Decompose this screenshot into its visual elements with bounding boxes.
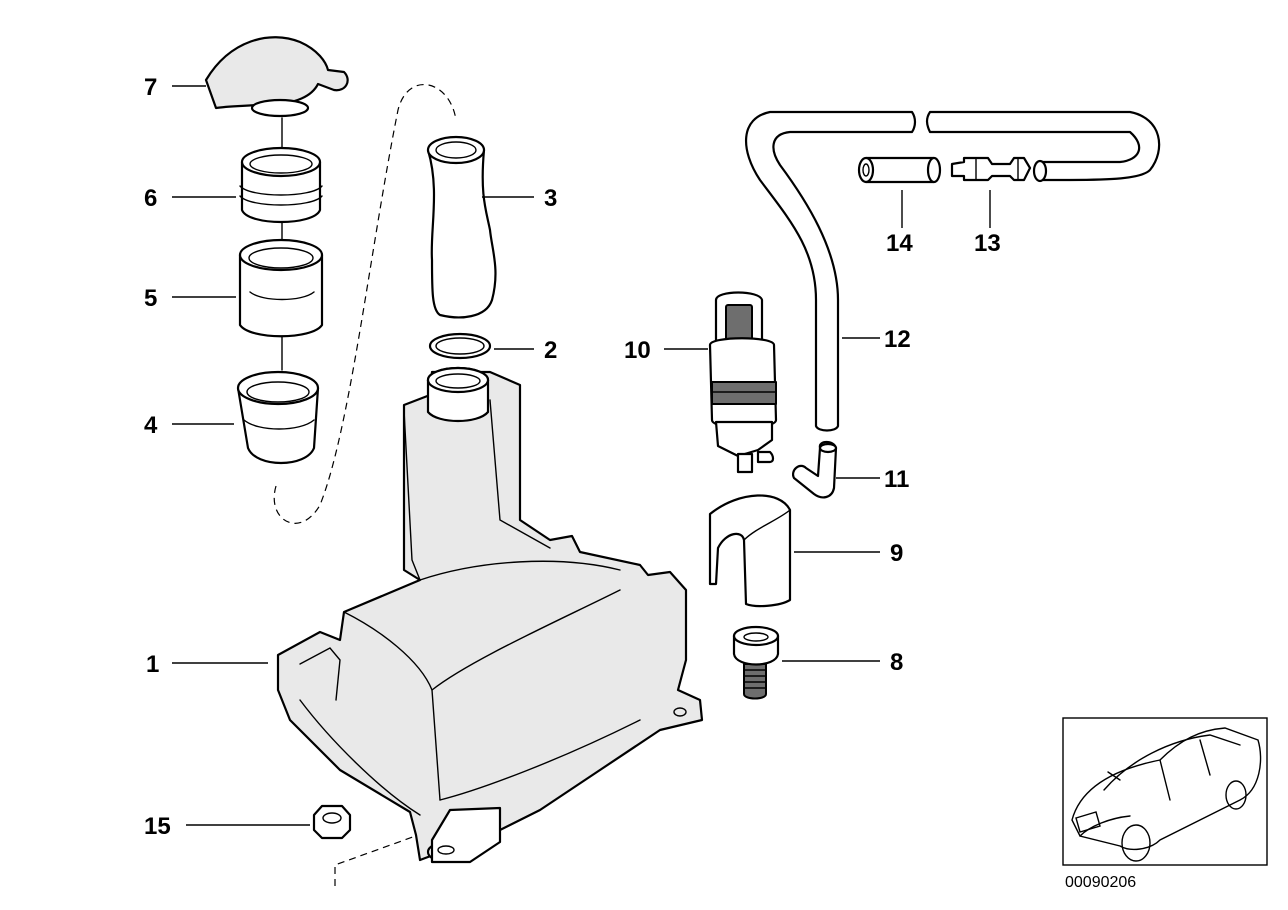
callout-12: 12	[884, 326, 911, 353]
hose-piece-part[interactable]	[857, 156, 942, 184]
callout-15: 15	[144, 813, 171, 840]
callout-7: 7	[144, 74, 157, 101]
vehicle-thumbnail: 00090206	[1062, 717, 1268, 891]
callout-14: 14	[886, 230, 913, 257]
reference-number: 00090206	[1065, 874, 1136, 891]
hex-nut-part[interactable]	[312, 804, 352, 840]
hose-connector-part[interactable]	[950, 156, 1032, 182]
callout-13: 13	[974, 230, 1001, 257]
callout-2: 2	[544, 337, 557, 364]
callout-1: 1	[146, 651, 159, 678]
filler-cap-part[interactable]	[204, 36, 349, 118]
callout-labels: 7 6 5 4 1 15 3 2 10 12 11 9 8 14 13	[144, 74, 1001, 840]
leader-lines	[172, 85, 991, 826]
callout-9: 9	[890, 540, 903, 567]
washer-reservoir-part[interactable]	[276, 366, 704, 864]
callout-3: 3	[544, 185, 557, 212]
callout-10: 10	[624, 337, 651, 364]
washer-pump-part[interactable]	[708, 291, 778, 474]
elbow-connector-part[interactable]	[792, 440, 838, 499]
washer-hose-part[interactable]	[745, 110, 1161, 432]
grommet-filter-part[interactable]	[732, 625, 780, 700]
o-ring-part[interactable]	[428, 332, 492, 360]
callout-5: 5	[144, 285, 157, 312]
callout-8: 8	[890, 649, 903, 676]
filler-hose-part[interactable]	[426, 135, 497, 319]
ring-nut-part[interactable]	[239, 146, 323, 224]
callout-6: 6	[144, 185, 157, 212]
pump-bracket-part[interactable]	[708, 494, 792, 608]
adapter-ring-part[interactable]	[236, 370, 320, 465]
callout-4: 4	[144, 412, 158, 439]
sleeve-part[interactable]	[238, 238, 324, 338]
callout-11: 11	[884, 466, 909, 493]
